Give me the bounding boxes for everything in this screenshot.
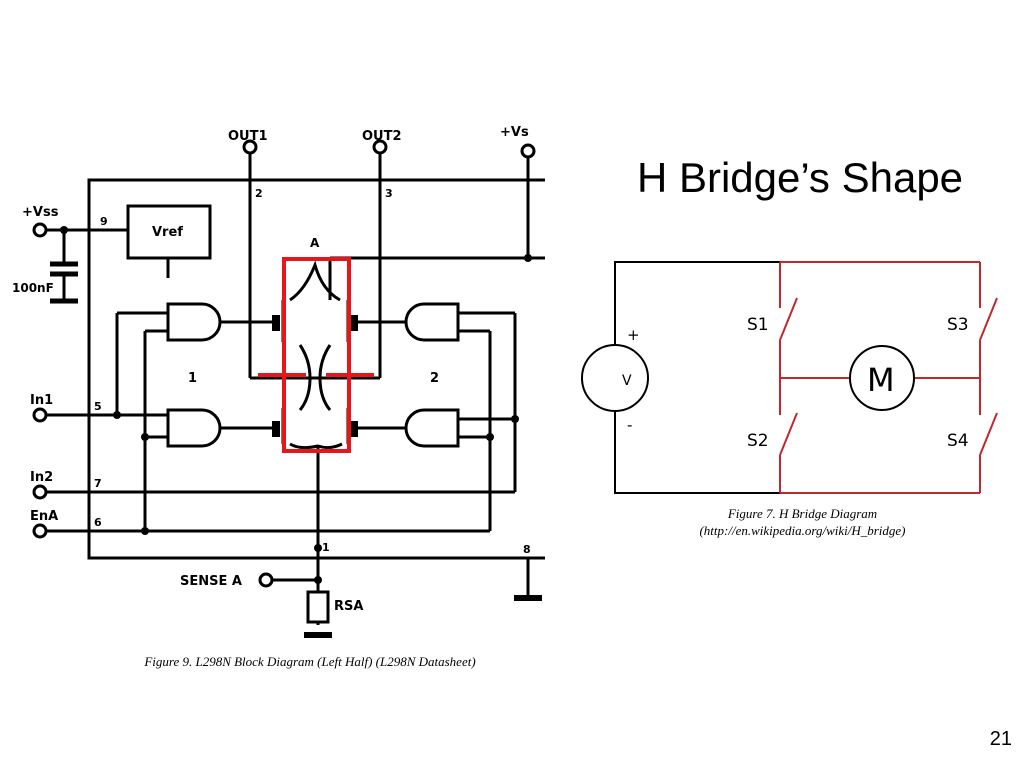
voltage-source bbox=[581, 344, 649, 412]
s2-label: S2 bbox=[747, 431, 769, 451]
vss-label: +Vss bbox=[22, 205, 59, 220]
minus-label: - bbox=[627, 416, 632, 434]
source-label: V bbox=[622, 373, 632, 389]
bridge-2-label: 2 bbox=[430, 371, 439, 386]
figure-7-caption-line2: (http://en.wikipedia.org/wiki/H_bridge) bbox=[699, 523, 906, 538]
switch-s2 bbox=[779, 412, 798, 456]
node-a-label: A bbox=[310, 236, 320, 250]
vref-label: Vref bbox=[152, 225, 183, 240]
capacitor-label: 100nF bbox=[12, 281, 54, 295]
sense-label: SENSE A bbox=[180, 574, 242, 589]
in1-label: In1 bbox=[30, 393, 53, 408]
rsa-label: RSA bbox=[334, 599, 363, 614]
out2-label: OUT2 bbox=[362, 129, 402, 144]
s1-label: S1 bbox=[747, 315, 769, 335]
bridge-1-label: 1 bbox=[188, 371, 197, 386]
switch-s4 bbox=[979, 412, 998, 456]
vs-label: +Vs bbox=[500, 125, 529, 140]
h-bridge-diagram: S1 S2 S3 S4 M V + - bbox=[581, 261, 998, 494]
pin-6-label: 6 bbox=[94, 516, 102, 529]
l298n-block-diagram: OUT1 OUT2 +Vs +Vss Vref 100nF A In1 In2 … bbox=[12, 125, 545, 638]
switch-s3 bbox=[979, 297, 998, 341]
h-bridge-highlight bbox=[258, 257, 374, 453]
pin-1-label: 1 bbox=[322, 541, 330, 554]
figure-9-caption: Figure 9. L298N Block Diagram (Left Half… bbox=[144, 654, 476, 669]
pin-8-label: 8 bbox=[523, 543, 531, 556]
s3-label: S3 bbox=[947, 315, 969, 335]
pin-7-label: 7 bbox=[94, 477, 102, 490]
plus-label: + bbox=[627, 326, 640, 344]
out1-label: OUT1 bbox=[228, 129, 268, 144]
pin-5-label: 5 bbox=[94, 400, 102, 413]
ena-label: EnA bbox=[30, 509, 58, 524]
in2-label: In2 bbox=[30, 470, 53, 485]
pin-9-label: 9 bbox=[100, 215, 108, 228]
motor bbox=[849, 345, 915, 411]
figure-7-caption-line1: Figure 7. H Bridge Diagram bbox=[727, 506, 878, 521]
slide-title: H Bridge’s Shape bbox=[636, 154, 964, 201]
switch-s1 bbox=[779, 297, 798, 341]
s4-label: S4 bbox=[947, 431, 969, 451]
pin-2-label: 2 bbox=[255, 187, 263, 200]
pin-3-label: 3 bbox=[385, 187, 393, 200]
motor-label: M bbox=[867, 361, 895, 399]
figure-7-caption: Figure 7. H Bridge Diagram (http://en.wi… bbox=[610, 505, 995, 539]
page-number: 21 bbox=[989, 728, 1012, 750]
